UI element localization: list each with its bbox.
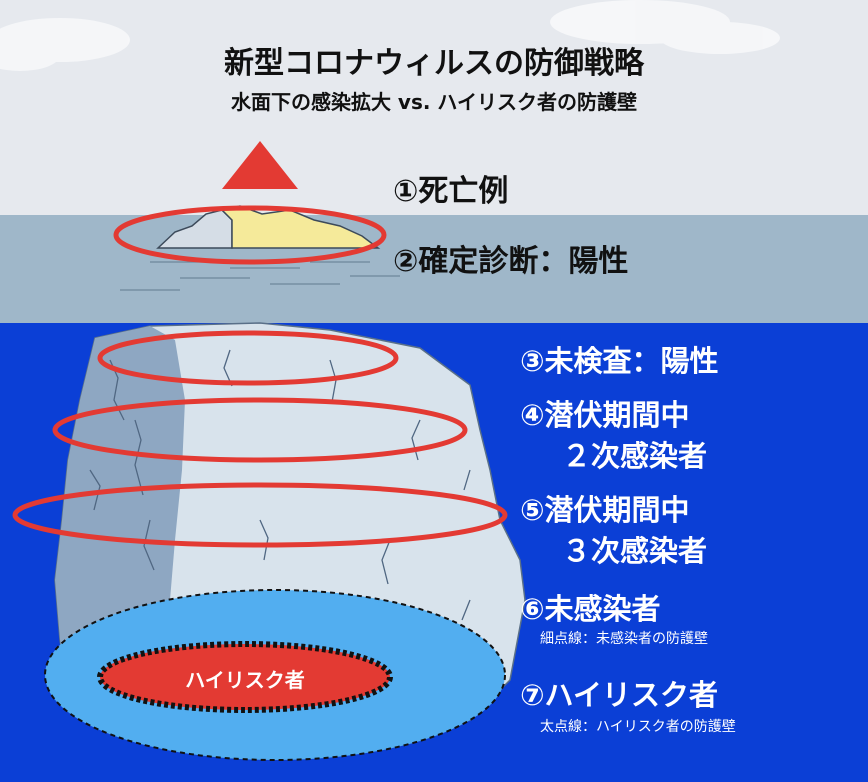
iceberg-tip — [220, 205, 381, 249]
high-risk-barrier — [97, 641, 393, 713]
level-6-label: ⑥未感染者 — [520, 592, 661, 626]
level-1-label: ①死亡例 — [393, 174, 509, 209]
page-subtitle: 水面下の感染拡大 vs. ハイリスク者の防護壁 — [230, 90, 638, 114]
level-3-label: ③未検査：陽性 — [520, 344, 719, 378]
ring-level-5 — [12, 482, 508, 548]
sea-surface — [0, 215, 868, 323]
level-7-label: ⑦ハイリスク者 — [520, 678, 718, 712]
cloud-icon — [0, 0, 780, 71]
level-6-note: 細点線：未感染者の防護壁 — [540, 631, 708, 647]
level-5-sublabel: ３次感染者 — [562, 534, 708, 568]
level-4-sublabel: ２次感染者 — [562, 439, 708, 473]
level-7-note: 太点線：ハイリスク者の防護壁 — [540, 719, 736, 735]
high-risk-inner-label: ハイリスク者 — [185, 668, 305, 692]
ring-level-4 — [52, 397, 468, 463]
level-2-label: ②確定診断：陽性 — [393, 244, 629, 279]
apex-triangle-icon — [222, 141, 298, 189]
page-title: 新型コロナウィルスの防御戦略 — [224, 46, 644, 81]
level-4-label: ④潜伏期間中 — [520, 398, 690, 432]
level-5-label: ⑤潜伏期間中 — [520, 493, 690, 527]
ring-level-3 — [97, 330, 399, 386]
ring-level-2 — [113, 205, 387, 265]
